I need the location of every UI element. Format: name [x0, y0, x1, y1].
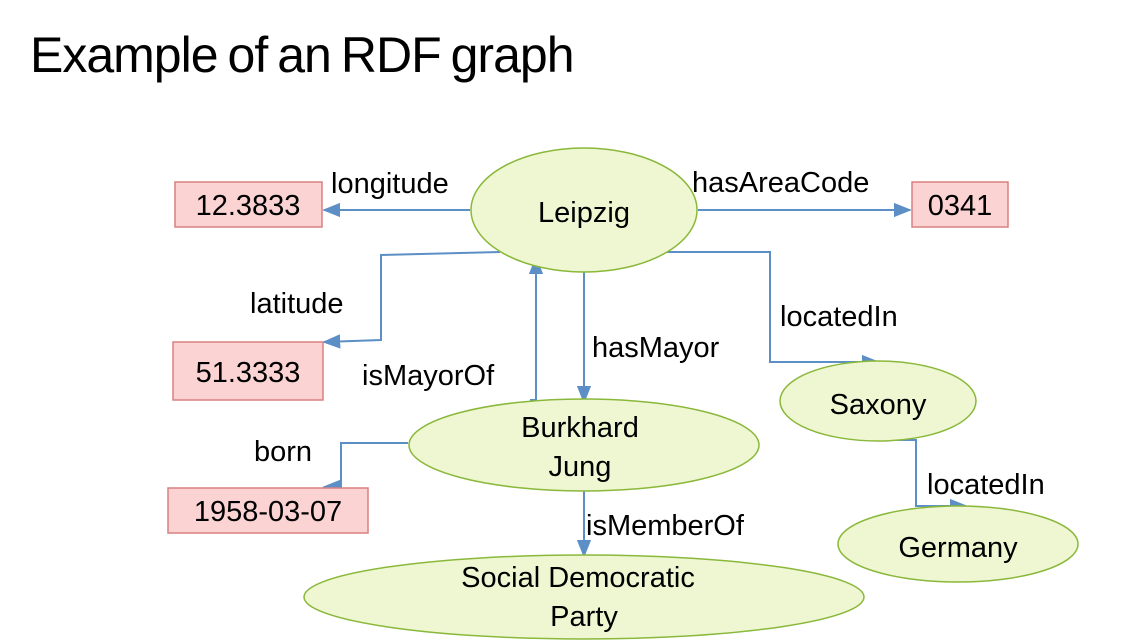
- node-saxony-text: Saxony: [830, 389, 927, 421]
- node-leipzig: Leipzig: [470, 147, 698, 273]
- node-burkhard-jung: Burkhard Jung: [408, 398, 760, 492]
- literal-area-code-text: 0341: [928, 190, 993, 222]
- literal-longitude-text: 12.3833: [196, 190, 301, 222]
- node-burkhard-line1: Burkhard: [521, 412, 639, 444]
- edge-born: [322, 442, 408, 495]
- literal-born: 1958-03-07: [167, 487, 369, 534]
- node-germany: Germany: [837, 505, 1079, 583]
- literal-born-text: 1958-03-07: [194, 496, 342, 528]
- node-germany-text: Germany: [898, 532, 1018, 564]
- title-word: Example: [30, 27, 219, 83]
- node-party-line2: Party: [550, 601, 618, 633]
- label-located-in-2: locatedIn: [927, 469, 1045, 501]
- label-has-mayor: hasMayor: [592, 332, 720, 364]
- literal-latitude: 51.3333: [172, 341, 324, 401]
- title-word: an: [277, 27, 332, 83]
- edge-located-in-saxony: [666, 251, 880, 370]
- label-latitude: latitude: [250, 288, 344, 320]
- literal-longitude: 12.3833: [174, 181, 323, 228]
- label-has-area-code: hasAreaCode: [692, 167, 869, 199]
- node-leipzig-text: Leipzig: [538, 197, 630, 229]
- label-longitude: longitude: [331, 168, 449, 200]
- label-born: born: [254, 436, 312, 468]
- literal-latitude-text: 51.3333: [196, 357, 301, 389]
- title-word: RDF: [340, 27, 442, 83]
- edge-is-mayor-of: [528, 256, 544, 401]
- label-is-mayor-of: isMayorOf: [362, 360, 495, 392]
- node-party-line1: Social Democratic: [461, 562, 695, 594]
- node-social-democratic-party: Social Democratic Party: [303, 554, 865, 640]
- edge-latitude: [322, 251, 501, 349]
- node-burkhard-line2: Jung: [549, 451, 612, 483]
- label-located-in-1: locatedIn: [780, 301, 898, 333]
- label-is-member-of: isMemberOf: [586, 510, 745, 542]
- node-saxony: Saxony: [779, 360, 977, 442]
- title-word: of: [227, 27, 269, 83]
- literal-area-code: 0341: [911, 181, 1009, 228]
- title-word: graph: [450, 27, 575, 83]
